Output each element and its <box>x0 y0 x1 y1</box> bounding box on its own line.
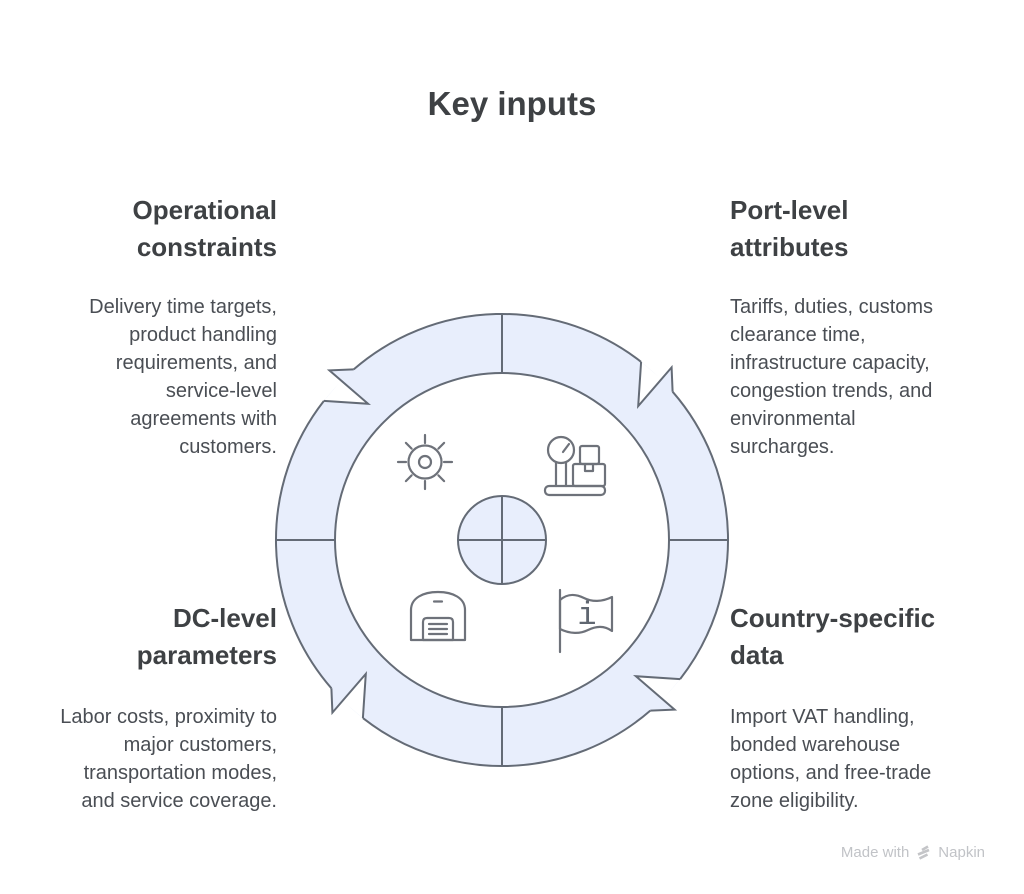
watermark: Made with Napkin <box>841 842 985 862</box>
arrow-notch-se <box>635 676 681 701</box>
section-body-operational-constraints: Delivery time targets, product handling … <box>89 296 277 458</box>
section-body-country-specific-data: Import VAT handling, bonded warehouse op… <box>730 706 932 812</box>
ring-outer-arc-north <box>353 312 642 371</box>
flag-letter: i <box>577 597 596 634</box>
arrowhead-se <box>632 675 681 712</box>
page-title: Key inputs <box>427 85 597 122</box>
arrow-notch-sw <box>341 673 366 719</box>
cycle-diagram: i <box>272 310 732 770</box>
ring-outer-arc-east <box>671 391 730 680</box>
arrow-notch-nw <box>323 379 369 404</box>
section-heading-country-specific-data: Country-specific data <box>730 603 936 670</box>
gear-icon <box>396 433 454 491</box>
section-heading-dc-level-parameters: DC-level parameters <box>136 603 277 670</box>
arrowhead-sw <box>330 670 367 719</box>
section-body-port-level-attributes: Tariffs, duties, customs clearance time,… <box>730 296 934 458</box>
cycle-diagram-svg: i <box>274 312 730 768</box>
napkin-logo-icon <box>917 844 930 860</box>
watermark-brand: Napkin <box>938 843 985 861</box>
ring-outer-arc-west <box>274 400 333 689</box>
ring-outer-arc-south <box>362 709 651 768</box>
warehouse-icon <box>409 590 467 642</box>
section-body-dc-level-parameters: Labor costs, proximity to major customer… <box>60 706 277 812</box>
arrow-notch-ne <box>638 361 663 407</box>
center-hub <box>457 495 547 585</box>
weighing-scale-icon <box>543 435 607 497</box>
flag-info-icon: i <box>558 588 614 654</box>
section-heading-port-level-attributes: Port-level attributes <box>730 195 849 262</box>
section-heading-operational-constraints: Operational constraints <box>132 195 277 262</box>
arrowhead-nw <box>323 368 372 405</box>
watermark-prefix: Made with <box>840 843 910 861</box>
arrowhead-ne <box>637 361 674 410</box>
